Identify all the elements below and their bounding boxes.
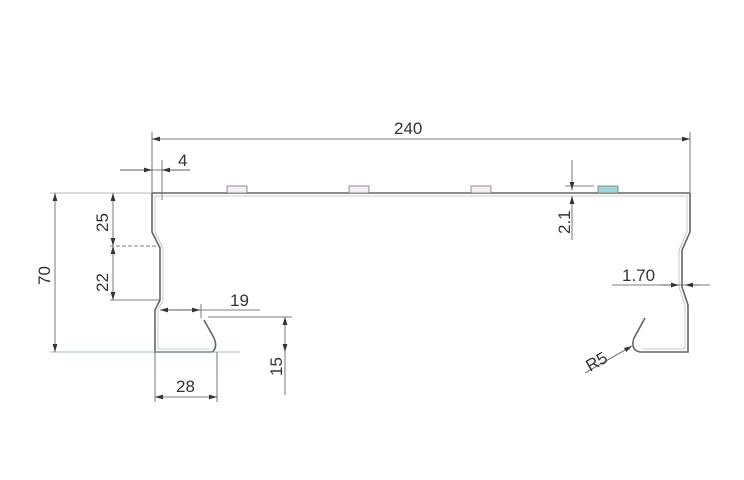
dimension-overall-width: 240: [151, 119, 691, 195]
label-240: 240: [394, 119, 422, 138]
label-22: 22: [93, 273, 112, 292]
label-28: 28: [176, 377, 195, 396]
top-tab: [597, 185, 619, 194]
label-1-70: 1.70: [622, 266, 655, 285]
dimension-segments: 25 22: [93, 193, 160, 301]
top-tab: [226, 185, 248, 194]
dimension-bend-radius: R5: [583, 345, 633, 375]
dimension-hook-opening: 19: [160, 291, 260, 318]
label-4: 4: [178, 151, 187, 170]
dimension-bottom-flange: 28: [154, 352, 218, 402]
dimension-top-thickness: 2.1: [555, 160, 594, 240]
label-15: 15: [267, 357, 286, 376]
label-25: 25: [93, 213, 112, 232]
profile: [50, 185, 691, 353]
dimension-hook-height: 15: [208, 316, 292, 395]
dimension-wall-thickness: 1.70: [612, 266, 710, 288]
top-tab: [470, 185, 492, 194]
dimension-lip-offset: 4: [120, 151, 190, 200]
label-19: 19: [230, 291, 249, 310]
label-70: 70: [35, 266, 54, 285]
label-r5: R5: [583, 348, 611, 375]
label-2-1: 2.1: [555, 210, 574, 234]
dimension-overall-height: 70: [35, 193, 58, 352]
top-tab: [348, 185, 370, 194]
